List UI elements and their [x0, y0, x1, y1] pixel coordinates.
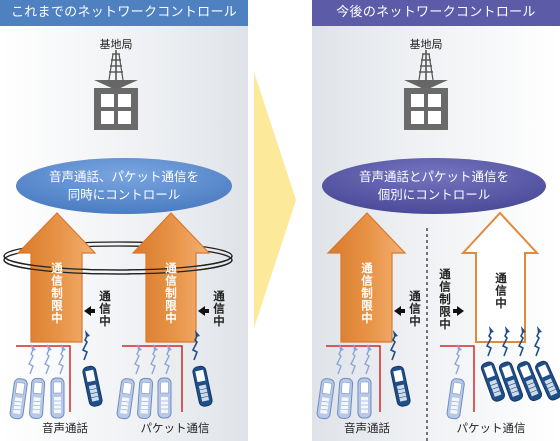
mobile-phone-icon — [336, 377, 354, 420]
left-arrow1-label: 通信制限中 — [50, 262, 64, 325]
right-side1-label: 通信中 — [408, 290, 422, 328]
left-header-bar — [0, 0, 248, 26]
mobile-phone-icon — [357, 377, 372, 419]
left-station-label: 基地局 — [99, 38, 133, 51]
right-ellipse-text: 音声通話とパケット通信を 個別にコントロール — [344, 168, 524, 204]
right-side2-label: 通信制限中 — [438, 268, 452, 331]
right-control-ellipse — [322, 158, 546, 214]
left-caption-packet: パケット通信 — [140, 421, 210, 435]
left-side1-label: 通信中 — [98, 290, 112, 328]
right-station-label: 基地局 — [409, 38, 443, 51]
left-caption-voice: 音声通話 — [42, 421, 88, 435]
right-arrow2-label: 通信中 — [494, 272, 508, 310]
left-ellipse-line2: 同時にコントロール — [67, 187, 181, 202]
left-control-ellipse — [16, 158, 232, 214]
right-ellipse-line2: 個別にコントロール — [377, 187, 491, 202]
right-arrow1-label: 通信制限中 — [360, 262, 374, 325]
mobile-phone-icon — [50, 377, 65, 419]
left-arrow-packet — [131, 212, 211, 343]
left-side2-label: 通信中 — [212, 290, 226, 328]
right-arrow-packet — [460, 211, 540, 343]
transition-arrow-icon — [254, 72, 296, 328]
left-arrow-voice — [16, 212, 97, 343]
right-ellipse-line1: 音声通話とパケット通信を — [358, 169, 509, 184]
right-header-title: 今後のネットワークコントロール — [336, 5, 536, 20]
left-ellipse-text: 音声通話、パケット通信を 同時にコントロール — [34, 168, 214, 204]
right-caption-packet: パケット通信 — [456, 421, 526, 435]
left-arrow2-label: 通信制限中 — [164, 262, 178, 325]
right-arrow-voice — [326, 212, 407, 343]
mobile-phone-icon — [136, 377, 154, 420]
right-header-bar — [312, 0, 560, 26]
left-ellipse-line1: 音声通話、パケット通信を — [48, 169, 199, 184]
mobile-phone-icon — [157, 377, 172, 419]
mobile-phone-icon — [28, 377, 46, 420]
left-header-title: これまでのネットワークコントロール — [10, 5, 238, 20]
right-caption-voice: 音声通話 — [344, 421, 390, 435]
